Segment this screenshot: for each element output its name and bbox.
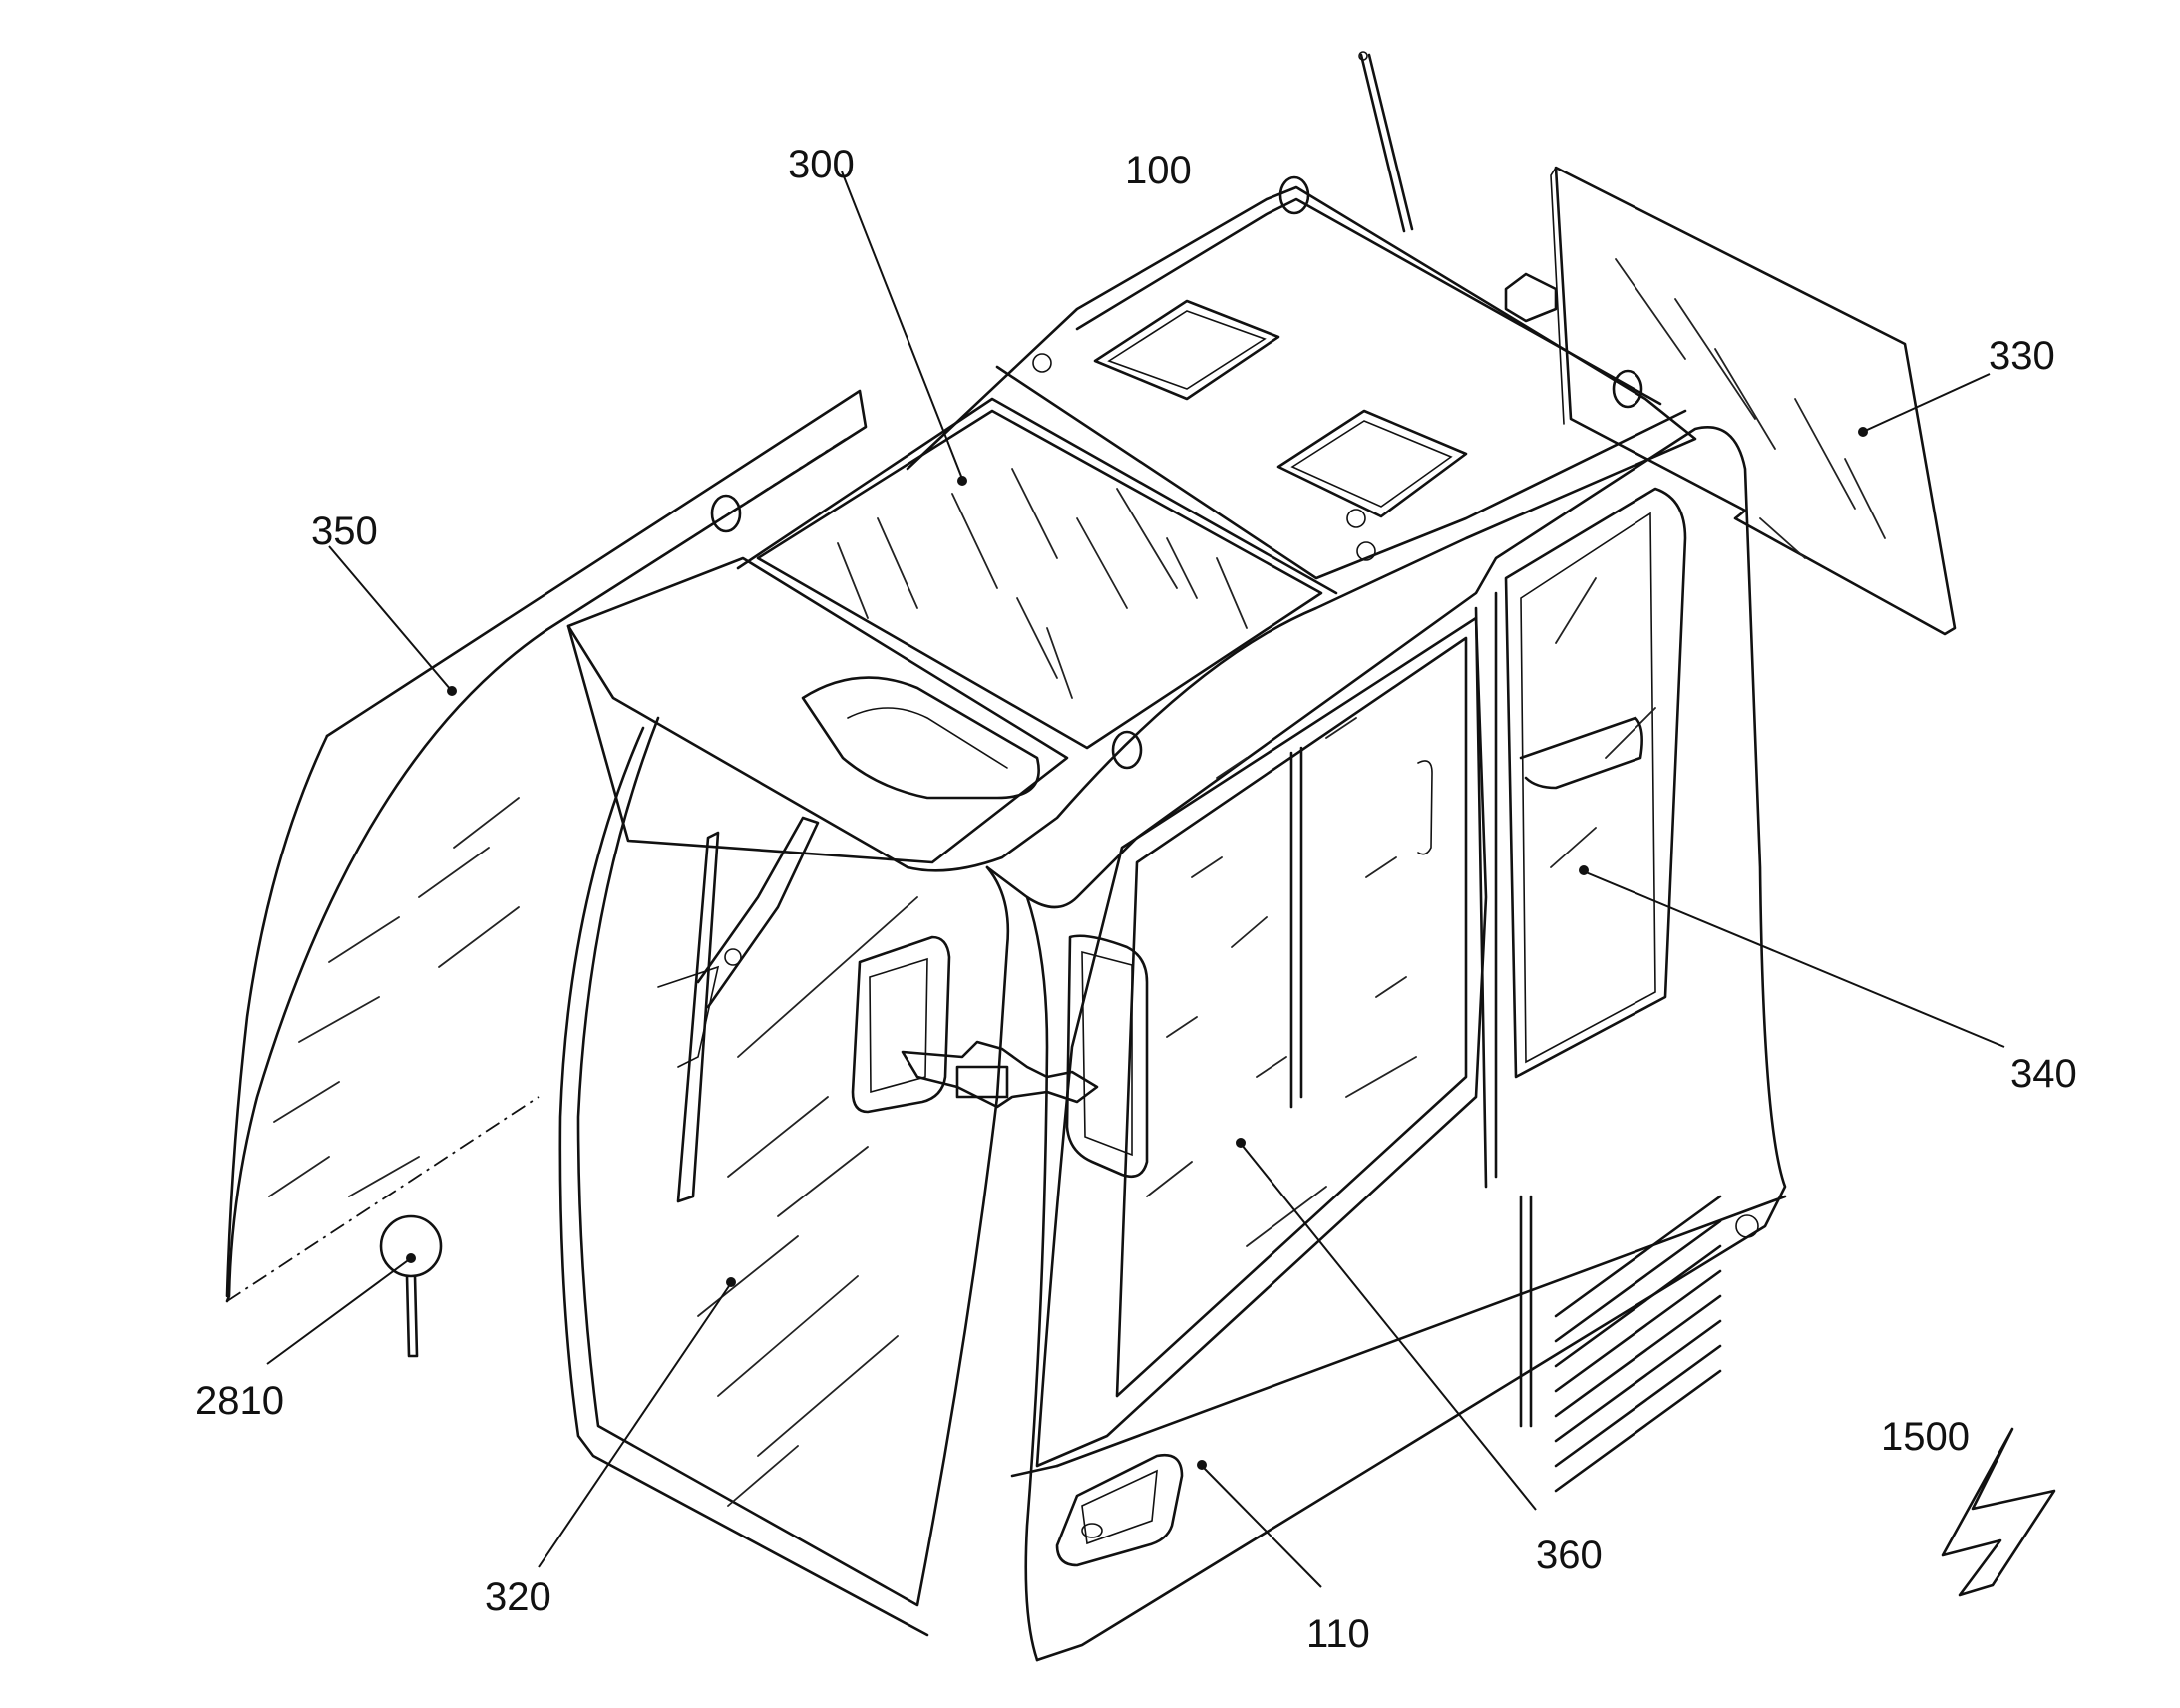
- side-window-left-350: [225, 389, 868, 1303]
- leader-lines: [266, 171, 2005, 1588]
- label-350: 350: [311, 510, 378, 553]
- front-mirrors: [851, 934, 1149, 1179]
- leader-dot-350: [447, 686, 457, 696]
- label-100: 100: [1125, 149, 1192, 192]
- leader-dot-300: [957, 476, 967, 486]
- label-330: 330: [1989, 334, 2055, 378]
- cab-body: [985, 426, 1787, 1662]
- label-340: 340: [2010, 1052, 2077, 1096]
- label-1500: 1500: [1881, 1415, 1970, 1459]
- leader-dot-330: [1858, 427, 1868, 437]
- arrow-1500: [1941, 1427, 2056, 1597]
- mirror-2810: [379, 1214, 443, 1358]
- rear-window-330: [1550, 166, 1957, 636]
- cab-roof: [710, 175, 1697, 872]
- leader-dot-2810: [406, 1253, 416, 1263]
- label-360: 360: [1536, 1534, 1603, 1577]
- label-2810: 2810: [195, 1379, 284, 1423]
- label-300: 300: [788, 143, 855, 186]
- leader-dot-340: [1579, 865, 1589, 875]
- leader-dot-110: [1197, 1460, 1207, 1470]
- sun-visor: [566, 556, 1069, 869]
- antenna: [1358, 51, 1414, 233]
- label-320: 320: [485, 1575, 551, 1619]
- label-110: 110: [1306, 1612, 1370, 1656]
- leader-dot-360: [1236, 1138, 1246, 1148]
- reference-numerals: 300 100 330 350 340 2810 1500 360 320 11…: [195, 143, 2077, 1656]
- leader-dot-320: [726, 1277, 736, 1287]
